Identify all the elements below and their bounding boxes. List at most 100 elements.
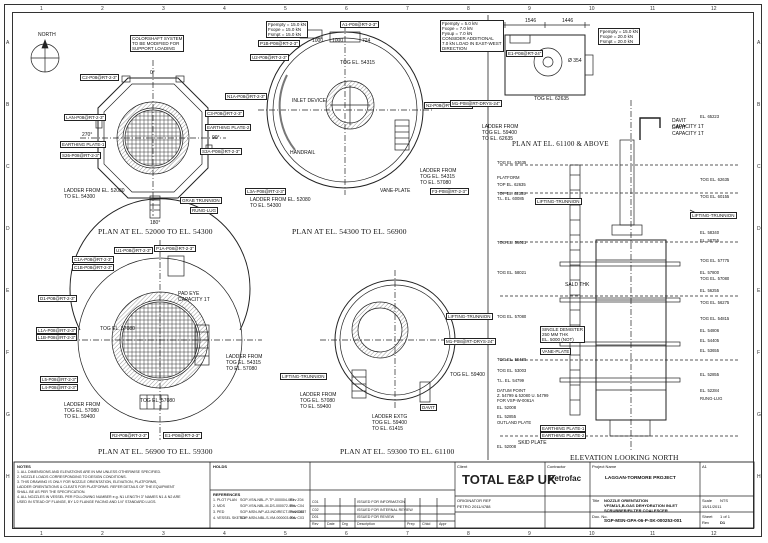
elevation-level-label: EL. 56255 <box>700 288 720 293</box>
note-line: SHALL BE AS PER THE SPECIFICATION. <box>17 490 86 494</box>
plan-4-title: PLAN AT EL. 59300 TO EL. 61100 <box>340 447 455 456</box>
reference-name: 4. VESSEL SKETCH <box>213 516 247 520</box>
plan-2-label: LADDER FROM <box>420 168 457 174</box>
plan-1-label: LAN-P08@RT-2-3" <box>64 114 107 121</box>
plan-3-label: P1A-P08@RT-2-3" <box>154 245 196 252</box>
plan-2-label: TO EL. 54300 <box>250 203 282 209</box>
elevation-level-label: EL. 52855 <box>700 372 720 377</box>
dimension: 724 <box>362 38 371 44</box>
holds-heading: HOLDS <box>213 464 227 469</box>
zone-marker-bottom: 5 <box>284 531 287 537</box>
elevation-level-label: Z. 54799 & 52080 U. 54799 <box>497 393 549 398</box>
plan-5-label: DAVIT <box>672 125 687 131</box>
reference-doc: SGP-MSN-NBL-S-VM-000003-001 <box>240 516 296 520</box>
zone-marker-right: A <box>757 40 761 46</box>
date-value: 15/11/2011 <box>702 504 722 509</box>
plan-1-label: S3A-P08@RT-2-3" <box>200 148 242 155</box>
zone-marker-bottom: 12 <box>711 531 717 537</box>
plan-5-label: E1-P08@RT-24" <box>506 50 544 57</box>
plan-3-geometry <box>60 198 262 440</box>
plan-3-label: L5-P08@RT-2-3" <box>40 376 79 383</box>
title-label: Title <box>592 498 600 503</box>
plan-5-title: PLAN AT EL. 61100 & ABOVE <box>512 140 609 148</box>
zone-marker-bottom: 4 <box>223 531 226 537</box>
plan-5-label: TO EL. 62635 <box>482 136 514 142</box>
zone-marker-right: C <box>757 164 761 170</box>
plan-1-label: LADDER FROM EL. 52080 <box>64 188 125 194</box>
zone-marker-bottom: 9 <box>528 531 531 537</box>
elevation-level-label: TOG EL. 60155 <box>700 194 730 199</box>
plan-1-title: PLAN AT EL. 52000 TO EL. 54300 <box>98 227 213 236</box>
elevation-level-label: EL. 58340 <box>700 230 720 235</box>
inner-border <box>12 12 754 529</box>
note-line: LADDER ORIENTATIONS & CLEATS FOR PLATFOR… <box>17 485 175 489</box>
zone-marker-top: 3 <box>162 6 165 12</box>
plan-2-label: HANDRAIL <box>290 150 316 156</box>
plan-3-label: L1B-P08@RT-2-3" <box>36 334 78 341</box>
reference-name: 2. MDS <box>213 504 225 508</box>
plan-2-label: F3-P08@RT-2-3" <box>430 188 469 195</box>
plan-3-label: TOG EL. 57080 <box>64 408 99 414</box>
zone-marker-left: G <box>6 412 10 418</box>
elevation-tag: SKID PLATE <box>518 440 547 446</box>
zone-marker-bottom: 3 <box>162 531 165 537</box>
elevation-title: ELEVATION LOOKING NORTH <box>570 453 679 462</box>
zone-marker-left: H <box>6 474 10 480</box>
plan-2-label: TO EL. 57080 <box>420 180 452 186</box>
zone-marker-top: 8 <box>467 6 470 12</box>
reference-rev: Rev C03 <box>290 510 304 514</box>
elevation-level-label: EL. 52008 <box>497 444 517 449</box>
client-logo: TOTAL E&P UK <box>462 472 557 487</box>
elevation-level-label: TOP EL. 62155 <box>497 191 526 196</box>
elevation-level-label: TOG EL. 63635 <box>497 160 527 165</box>
plan-3-label: U1-P08@RT-2-3" <box>114 247 154 254</box>
size-value: A1 <box>702 464 707 469</box>
zone-marker-left: C <box>6 164 10 170</box>
revision-header: Appr <box>439 522 447 526</box>
reference-doc: SGP-VSN-NBL-M-DS-000072-001 <box>240 504 296 508</box>
elevation-level-label: OUTLAND PLATE <box>497 420 532 425</box>
plan-2-label: VANE-PLATE <box>380 188 411 194</box>
reference-doc: SGP-VSN-NBL-P-TP-000004-001 <box>240 498 295 502</box>
plan-2-label: A1-P08@RT-2-3" <box>340 21 379 28</box>
sheet-value: 1 of 1 <box>720 514 731 519</box>
zone-marker-right: B <box>757 102 761 108</box>
zone-marker-top: 10 <box>589 6 595 12</box>
plan-4-label: DAVIT <box>420 404 437 411</box>
zone-marker-top: 4 <box>223 6 226 12</box>
plan-3-title: PLAN AT EL. 56900 TO EL. 59300 <box>98 447 213 456</box>
angle-label: 180° <box>150 220 161 226</box>
zone-marker-bottom: 10 <box>589 531 595 537</box>
elevation-level-label: T.L. EL. 54799 <box>497 378 525 383</box>
note-line: 4. ALL NOZZLES IN VESSEL PER FOLLOWING N… <box>17 495 181 499</box>
zone-marker-top: 9 <box>528 6 531 12</box>
zone-marker-left: D <box>6 226 10 232</box>
plan-4-label: TO EL. 61415 <box>372 426 404 432</box>
client-label: Client <box>457 464 468 469</box>
contractor-logo: Petrofac <box>549 474 582 483</box>
note-line: 3. THIS DRAWING IS ONLY FOR NOZZLE ORIEN… <box>17 480 158 484</box>
zone-marker-bottom: 6 <box>345 531 348 537</box>
note-line: 2. NOZZLE LOADS CORRESPONDING TO DESIGN … <box>17 475 127 479</box>
doc-number: SGP-MSN-GPA-06-P-SK-000253-001 <box>604 518 682 523</box>
project-name: LAGGAN-TORMORE PROJECT <box>605 476 676 481</box>
elevation-level-label: TOG EL. 54815 <box>700 316 730 321</box>
drawing-title-2: VFSM1/1,B-GAS DEHYDRATION INLET <box>604 503 678 508</box>
plan-5-label: TOG EL. 59400 <box>482 130 517 136</box>
elevation-tag: SALD THK <box>565 282 590 288</box>
plan-3-label: CAPACITY 1T <box>178 297 210 303</box>
zone-marker-top: 7 <box>406 6 409 12</box>
elevation-tag: VANE-PLATE <box>540 348 572 355</box>
drawing-title-3: SCRUBBER/FILTER COALESCER <box>604 508 668 513</box>
dimension: 1000 <box>312 38 324 44</box>
revision-header: Prep <box>407 522 415 526</box>
plan-1-label: S26-P08@RT-2-3" <box>60 152 102 159</box>
plan-2-label: INLET DEVICE <box>292 98 327 104</box>
zone-marker-right: G <box>757 412 761 418</box>
elevation-level-label: TOG EL. 57080 <box>497 314 527 319</box>
zone-marker-top: 5 <box>284 6 287 12</box>
